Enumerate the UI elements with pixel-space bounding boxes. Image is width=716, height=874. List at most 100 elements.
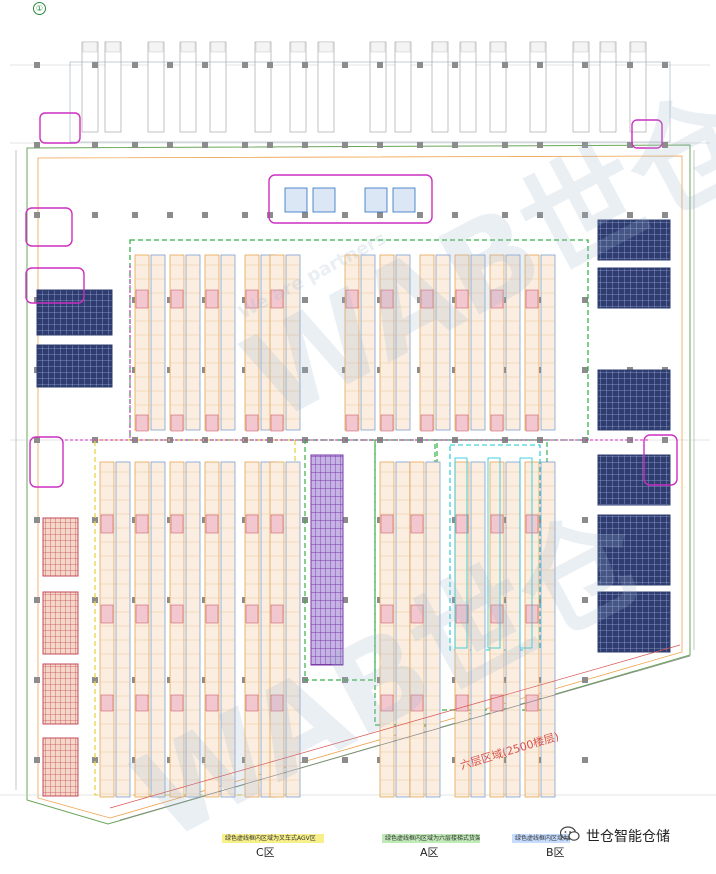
column	[662, 62, 668, 68]
rack-row	[134, 254, 150, 431]
column	[417, 142, 423, 148]
left-pallet-blocks	[42, 517, 79, 797]
column	[582, 517, 588, 523]
column	[537, 367, 543, 373]
rack-row	[285, 254, 301, 431]
left-drive-in-racks	[36, 289, 113, 388]
rack-row	[99, 461, 115, 798]
dock-door	[290, 41, 306, 53]
column	[302, 142, 308, 148]
column	[132, 142, 138, 148]
column	[132, 212, 138, 218]
dock-door	[255, 41, 271, 53]
column	[627, 212, 633, 218]
pallet-marker	[410, 694, 424, 712]
pallet-marker	[245, 694, 259, 712]
column	[582, 142, 588, 148]
column	[582, 597, 588, 603]
column	[34, 517, 40, 523]
pallet-marker	[455, 289, 469, 309]
pallet-marker	[135, 414, 149, 432]
column	[417, 212, 423, 218]
dock-door	[530, 41, 546, 53]
rack-row	[470, 254, 486, 431]
rack-row	[489, 461, 505, 798]
column	[34, 597, 40, 603]
pallet-marker	[270, 289, 284, 309]
column	[167, 212, 173, 218]
pallet-marker	[490, 604, 504, 624]
column	[167, 62, 173, 68]
rack-row	[115, 461, 131, 798]
column	[537, 297, 543, 303]
dock-door	[432, 41, 448, 53]
column	[377, 212, 383, 218]
rack-row	[425, 461, 441, 798]
dock-apron	[69, 61, 671, 143]
column	[452, 62, 458, 68]
column	[537, 212, 543, 218]
rack-row	[395, 461, 411, 798]
pallet-marker	[100, 604, 114, 624]
pallet-marker	[455, 604, 469, 624]
pallet-marker	[380, 604, 394, 624]
column	[242, 62, 248, 68]
column	[342, 62, 348, 68]
legend-note-c: 绿色虚线框内区域为叉车式AGV区	[222, 834, 324, 843]
dock-bay	[394, 41, 412, 133]
rack-row	[524, 254, 540, 431]
chat-bubble-icon	[560, 826, 580, 841]
pallet-marker	[490, 414, 504, 432]
pallet-marker	[205, 694, 219, 712]
dock-bay	[529, 41, 547, 133]
zone-label-b: B区	[546, 846, 565, 859]
dock-bay	[209, 41, 227, 133]
column	[342, 212, 348, 218]
column	[302, 212, 308, 218]
column	[34, 677, 40, 683]
column	[502, 297, 508, 303]
rack-row	[505, 254, 521, 431]
pallet-marker	[170, 414, 184, 432]
pallet-marker	[100, 694, 114, 712]
pallet-marker	[345, 289, 359, 309]
rack-row	[409, 461, 425, 798]
column	[537, 142, 543, 148]
column	[302, 297, 308, 303]
slope-dimension-line	[109, 644, 691, 821]
rack-row	[269, 461, 285, 798]
column	[34, 757, 40, 763]
dock-bay	[317, 41, 335, 133]
pallet-marker	[205, 414, 219, 432]
column	[502, 757, 508, 763]
pallet-marker	[380, 414, 394, 432]
rack-row	[540, 254, 556, 431]
grid-axis-marker: ①	[33, 2, 46, 15]
dock-bay	[369, 41, 387, 133]
pallet-marker	[490, 514, 504, 534]
rack-row	[489, 254, 505, 431]
dock-door	[105, 41, 121, 53]
pallet-marker	[420, 414, 434, 432]
rack-row	[540, 461, 556, 798]
dock-bay	[179, 41, 197, 133]
rack-row	[134, 461, 150, 798]
column	[302, 757, 308, 763]
column	[34, 212, 40, 218]
zone-label-c: C区	[256, 846, 275, 859]
rack-row	[150, 254, 166, 431]
rack-row	[244, 461, 260, 798]
column	[92, 597, 98, 603]
dock-bay	[104, 41, 122, 133]
elevator-shafts	[284, 187, 416, 213]
pallet-marker	[410, 604, 424, 624]
column	[342, 142, 348, 148]
central-purple-rack	[310, 454, 344, 666]
rack-row	[220, 254, 236, 431]
column	[582, 677, 588, 683]
column	[582, 212, 588, 218]
column	[34, 142, 40, 148]
column	[537, 757, 543, 763]
pallet-marker	[270, 604, 284, 624]
pallet-marker	[380, 289, 394, 309]
